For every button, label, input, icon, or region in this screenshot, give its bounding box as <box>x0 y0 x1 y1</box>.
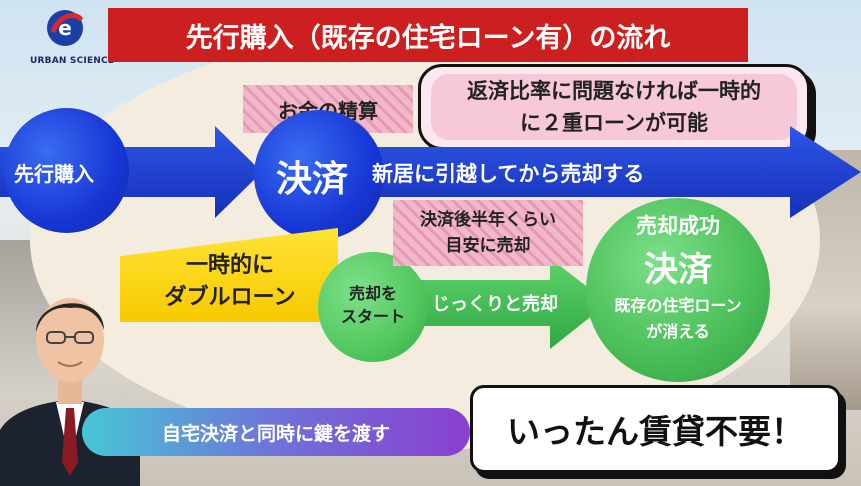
sale-start-line-1: 売却を <box>348 284 397 303</box>
sale-success-circle <box>586 198 770 382</box>
settlement-circle <box>254 110 384 240</box>
logo-mark-icon: e <box>47 10 84 46</box>
sale-settlement-label: 決済 <box>644 250 712 290</box>
loan-cleared-line-2: が消える <box>646 322 710 341</box>
loan-cleared-text: 既存の住宅ローン が消える <box>586 293 770 345</box>
start-purchase-label: 先行購入 <box>14 162 94 186</box>
sale-start-circle <box>318 252 428 362</box>
sale-timing-note: 決済後半年くらい 目安に売却 <box>393 200 583 266</box>
svg-text:e: e <box>58 16 72 40</box>
slow-sale-label: じっくりと売却 <box>432 294 558 315</box>
double-loan-line-2: ダブルローン <box>164 285 296 310</box>
slow-sale-arrow <box>400 258 608 349</box>
double-loan-text: 一時的に ダブルローン <box>125 250 335 314</box>
sale-timing-line-2: 目安に売却 <box>445 236 531 256</box>
company-logo: e URBAN SCIENCE <box>30 6 115 72</box>
sale-start-line-2: スタート <box>340 307 405 326</box>
double-loan-note-bubble: 返済比率に問題なければ一時的 に２重ローンが可能 <box>418 64 810 150</box>
sale-start-text: 売却を スタート <box>318 282 428 328</box>
loan-cleared-line-1: 既存の住宅ローン <box>614 296 742 315</box>
sale-success-label: 売却成功 <box>636 214 720 238</box>
key-handover-banner: 自宅決済と同時に鍵を渡す <box>82 408 470 456</box>
settlement-label: 決済 <box>276 159 349 200</box>
bubble-line-2: に２重ローンが可能 <box>520 111 708 135</box>
no-rental-needed-callout: いったん賃貸不要！ <box>470 385 841 473</box>
page-title: 先行購入（既存の住宅ローン有）の流れ <box>108 8 748 62</box>
move-then-sell-label: 新居に引越してから売却する <box>372 162 645 186</box>
double-loan-line-1: 一時的に <box>185 253 274 278</box>
bubble-line-1: 返済比率に問題なければ一時的 <box>467 79 761 103</box>
logo-text: URBAN SCIENCE <box>30 56 115 66</box>
sale-timing-line-1: 決済後半年くらい <box>420 210 556 230</box>
start-purchase-circle <box>4 108 129 233</box>
